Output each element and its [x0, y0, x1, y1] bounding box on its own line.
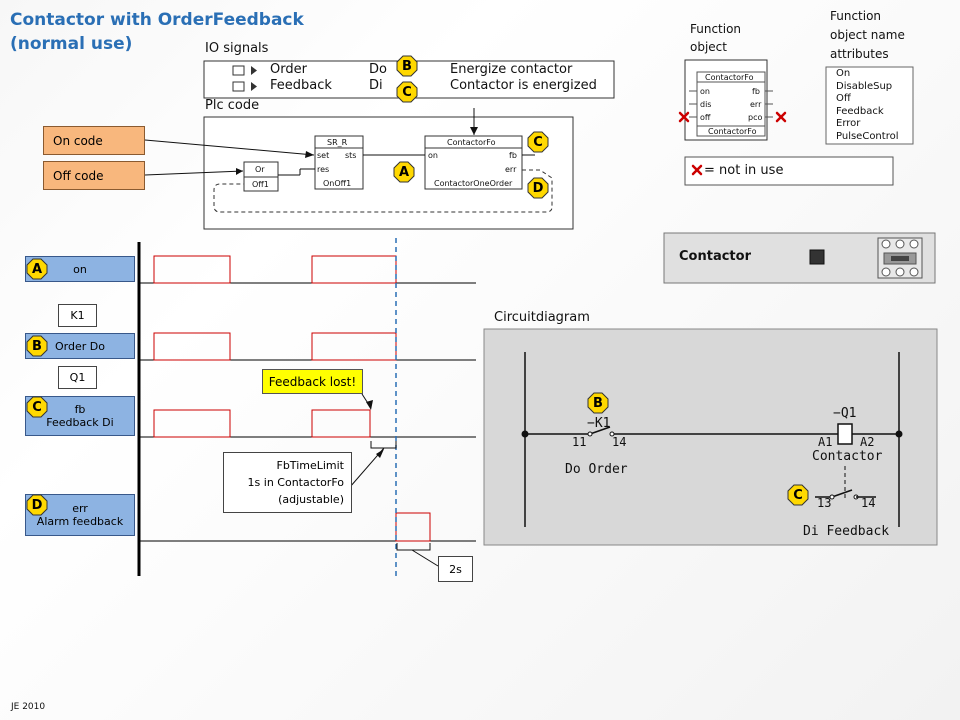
delay-note: 2s — [438, 556, 473, 582]
fo-block-err: err — [505, 165, 517, 174]
off-code-wire — [144, 170, 244, 176]
fbtime-brace — [370, 441, 397, 449]
or-block-name: Off1 — [252, 180, 269, 189]
sr-block — [314, 135, 364, 190]
contactorfo-block — [424, 135, 523, 190]
k1-pin-14: 14 — [612, 435, 627, 449]
badge-c-circuit: C — [787, 484, 809, 506]
attribute-item: PulseControl — [836, 130, 899, 142]
badge-c-timing: C — [26, 396, 48, 418]
aux-pin-13: 13 — [817, 496, 832, 510]
badge-b-io: B — [396, 55, 418, 77]
plc-code-heading: Plc code — [205, 98, 260, 113]
badge-b-timing: B — [26, 335, 48, 357]
io-row-icon-1 — [232, 65, 245, 76]
delay-brace — [396, 543, 431, 551]
fo-pin-pco: pco — [748, 113, 763, 122]
sr-block-sts: sts — [345, 151, 357, 160]
sr-block-res: res — [317, 165, 330, 174]
badge-d-plc: D — [527, 177, 549, 199]
function-object-heading: Function object — [690, 22, 742, 54]
timing-pulses — [153, 255, 431, 542]
attributes-list: On DisableSup Off Feedback Error PulseCo… — [836, 68, 898, 143]
not-in-use-icon-off — [678, 111, 690, 123]
footer-credit: JE 2010 — [11, 702, 46, 712]
fo-pin-on: on — [700, 87, 710, 96]
signal-feedback-label: fb Feedback Di — [25, 396, 135, 436]
q1-a1: A1 — [818, 435, 833, 449]
signal-err-label: err Alarm feedback — [25, 494, 135, 536]
q1-coil — [837, 423, 853, 445]
legend-box — [684, 156, 894, 186]
circuit-panel — [483, 328, 938, 546]
k1-pin-11: 11 — [572, 435, 587, 449]
fo-pin-dis: dis — [700, 100, 712, 109]
badge-a-plc: A — [393, 161, 415, 183]
fbtime-note: FbTimeLimit 1s in ContactorFo (adjustabl… — [223, 452, 352, 513]
io-row-icon-2 — [232, 81, 245, 92]
sr-block-name: OnOff1 — [323, 179, 352, 188]
slide-title: Contactor with OrderFeedback (normal use… — [10, 8, 304, 56]
io-order-name[interactable]: Order — [270, 62, 307, 77]
fo-block-on: on — [428, 151, 438, 160]
contactor-label: Contactor — [812, 449, 883, 464]
attribute-item: Error — [836, 118, 861, 129]
badge-a-timing: A — [26, 258, 48, 280]
fo-pin-off: off — [700, 113, 711, 122]
attributes-heading: Function object name attributes — [830, 9, 905, 61]
fo-object-title: ContactorFo — [705, 73, 754, 82]
badge-d-timing: D — [26, 494, 48, 516]
k1-label: −K1 — [587, 416, 611, 431]
sr-block-title: SR_R — [327, 138, 348, 147]
badge-c-io: C — [396, 81, 418, 103]
not-in-use-legend-icon — [691, 164, 703, 176]
io-feedback-name[interactable]: Feedback — [270, 78, 332, 93]
q1-a2: A2 — [860, 435, 875, 449]
badge-c-plc: C — [527, 131, 549, 153]
tag-k1: K1 — [58, 304, 97, 327]
k1-contact — [589, 426, 611, 435]
off-code-box[interactable]: Off code — [43, 161, 145, 190]
fo-pin-err: err — [750, 100, 762, 109]
expand-arrow-icon-1 — [251, 66, 257, 75]
circuit-heading: Circuitdiagram — [494, 310, 590, 325]
attribute-item: Feedback — [836, 105, 884, 117]
aux-pin-14: 14 — [861, 496, 876, 510]
fo-block-fb: fb — [509, 151, 517, 160]
io-signals-heading: IO signals — [205, 41, 269, 56]
on-code-wire — [144, 139, 315, 156]
feedback-lost-callout: Feedback lost! — [262, 369, 363, 394]
sr-block-set: set — [317, 151, 330, 160]
attribute-item: DisableSup — [836, 80, 893, 92]
device-indicator — [809, 249, 825, 265]
q1-label: −Q1 — [833, 406, 857, 421]
device-label: Contactor — [679, 249, 751, 264]
attributes-box — [825, 66, 914, 145]
legend-text: = not in use — [704, 163, 784, 178]
io-feedback-desc: Contactor is energized — [450, 78, 597, 93]
tag-q1: Q1 — [58, 366, 97, 389]
io-feedback-type: Di — [369, 78, 383, 93]
attribute-item: Off — [836, 93, 851, 104]
err-feedback-loop — [213, 169, 553, 213]
attribute-item: On — [836, 68, 851, 79]
badge-b-circuit: B — [587, 392, 609, 414]
io-order-desc: Energize contactor — [450, 62, 573, 77]
title-line-2: (normal use) — [10, 34, 133, 54]
fo-pin-fb: fb — [752, 87, 760, 96]
fo-object-footer: ContactorFo — [708, 127, 757, 136]
fo-block-title: ContactorFo — [447, 138, 496, 147]
title-line-1: Contactor with OrderFeedback — [10, 10, 304, 30]
di-feedback-label: Di Feedback — [803, 524, 890, 539]
not-in-use-icon-pco — [775, 111, 787, 123]
expand-arrow-icon-2 — [251, 82, 257, 91]
do-order-label: Do Order — [565, 462, 628, 477]
or-block-title: Or — [255, 165, 265, 174]
on-code-box[interactable]: On code — [43, 126, 145, 155]
q1-aux-contact — [831, 489, 853, 498]
io-order-type: Do — [369, 62, 387, 77]
fo-block-name: ContactorOneOrder — [434, 179, 513, 188]
